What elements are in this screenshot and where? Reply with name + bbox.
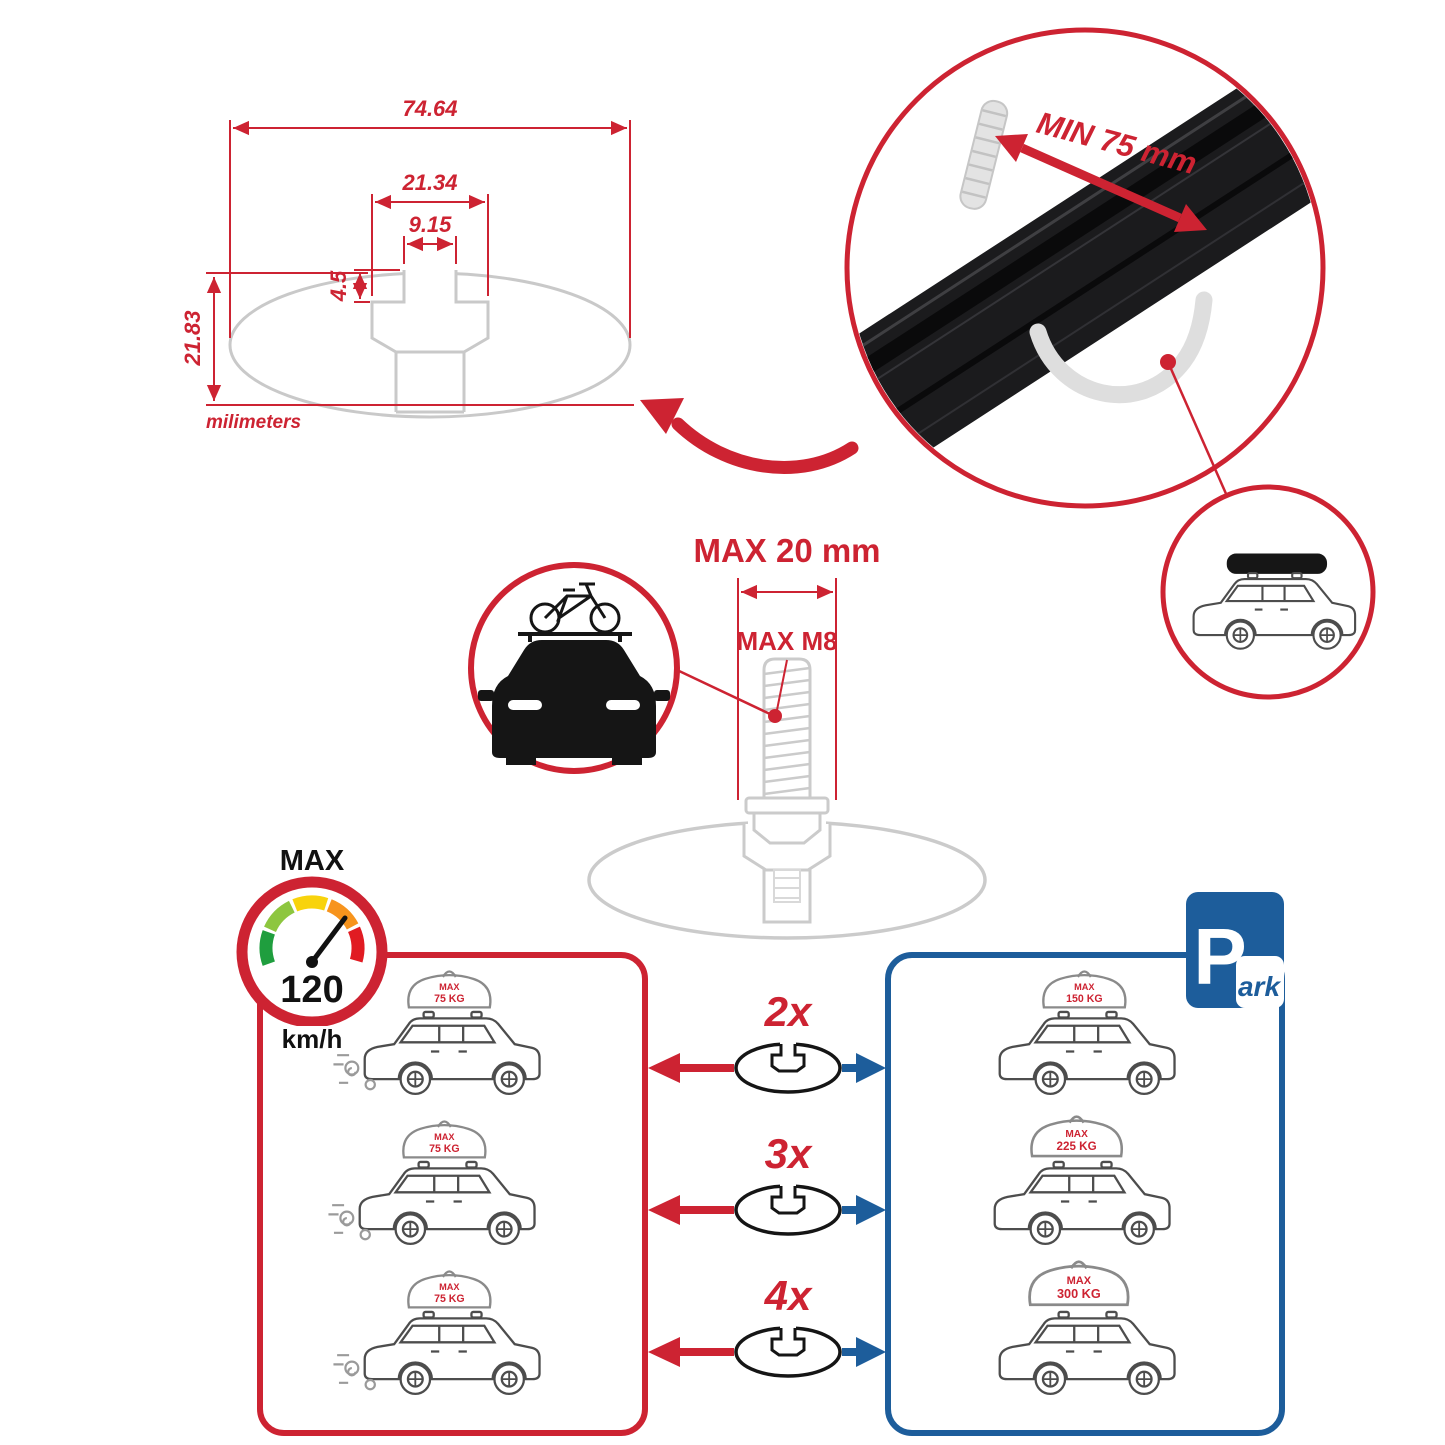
- parked-car-1: MAX 150 KG: [998, 970, 1176, 1095]
- speed-max-label: MAX: [280, 845, 345, 877]
- dimension-lines: 74.64 21.34 9.15 4.5 21.83 milimeters: [180, 96, 634, 433]
- cargo-max-label: MAX: [1065, 1129, 1088, 1140]
- cargo-max-label: MAX: [1067, 1275, 1092, 1287]
- u-bolt-lower-bend: [1029, 291, 1229, 497]
- bolt: [744, 657, 830, 845]
- arrow-left-red: [648, 1195, 680, 1225]
- park-letter: P: [1193, 912, 1246, 1001]
- count-label-2x: 2x: [764, 988, 813, 1035]
- roof-cargo-bag: MAX 150 KG: [1042, 970, 1127, 1009]
- gauge-needle: [309, 915, 348, 965]
- roof-cargo-bag: MAX 75 KG: [407, 1270, 492, 1309]
- bike-car-badge: [468, 562, 771, 774]
- moving-car-1: MAX 75 KG: [333, 970, 541, 1095]
- roof-box: [1226, 553, 1328, 574]
- bolt-dimensions: MAX 20 mm MAX M8: [693, 532, 881, 800]
- profile-ellipse: [228, 271, 632, 419]
- roof-cargo-bag: MAX 75 KG: [402, 1120, 487, 1159]
- arrow-right-blue: [856, 1195, 886, 1225]
- motion-swirl: [333, 1354, 376, 1391]
- crossbar-closeup: MIN 75 mm: [844, 27, 1326, 509]
- bicycle-icon: [529, 582, 621, 634]
- roof-cargo-bag: MAX 75 KG: [407, 970, 492, 1009]
- bar-section-icon: [734, 1180, 842, 1236]
- profile-t-slot: [370, 270, 490, 354]
- park-suffix: ark: [1238, 971, 1281, 1002]
- cargo-max-label: MAX: [434, 1132, 455, 1142]
- roof-bar-line: [518, 632, 632, 642]
- bar-section-icon: [734, 1038, 842, 1094]
- arrow-right-blue: [856, 1053, 886, 1083]
- cargo-max-label: MAX: [439, 982, 460, 992]
- bolt-max-length-label: MAX 20 mm: [693, 532, 880, 569]
- cargo-weight-label: 75 KG: [429, 1143, 460, 1155]
- cargo-max-label: MAX: [1074, 982, 1095, 992]
- cargo-weight-label: 300 KG: [1057, 1287, 1101, 1301]
- count-label-4x: 4x: [764, 1272, 813, 1319]
- count-row-4x: 4x: [648, 1272, 886, 1378]
- parked-car-3: MAX 300 KG: [998, 1260, 1176, 1395]
- bolt-max-thread-label: MAX M8: [736, 626, 837, 656]
- leader-to-suv-badge: [1166, 361, 1229, 497]
- dim-upper-width: 21.34: [401, 170, 457, 195]
- profile-lower-box: [394, 352, 466, 414]
- count-label-3x: 3x: [765, 1130, 813, 1177]
- park-sign: P ark: [1186, 892, 1284, 1008]
- motion-swirl: [333, 1054, 376, 1091]
- suv-roofbox-badge: [1160, 484, 1376, 700]
- bolt-tip: [773, 869, 801, 903]
- cargo-max-label: MAX: [439, 1282, 460, 1292]
- moving-car-3: MAX 75 KG: [333, 1270, 541, 1395]
- cargo-weight-label: 75 KG: [434, 1293, 465, 1305]
- gauge-arc-segments: [259, 895, 365, 966]
- thread-point-dot: [768, 709, 782, 723]
- motion-swirl: [328, 1204, 371, 1241]
- bar-section-icon: [734, 1322, 842, 1378]
- bolt-spec-diagram: MAX 20 mm MAX M8: [587, 532, 987, 940]
- roof-cargo-bag: MAX 225 KG: [1030, 1115, 1124, 1158]
- speed-limit-gauge: MAX 120 km/h: [236, 845, 388, 1054]
- curved-pointer-arrow: [640, 398, 859, 474]
- speed-value: 120: [280, 969, 343, 1011]
- cargo-weight-label: 150 KG: [1066, 993, 1102, 1005]
- dim-slot-depth: 4.5: [326, 270, 351, 302]
- car-front-silhouette: [478, 640, 670, 765]
- cargo-weight-label: 225 KG: [1057, 1140, 1097, 1153]
- units-label: milimeters: [206, 412, 301, 433]
- profile-dimension-drawing: 74.64 21.34 9.15 4.5 21.83 milimeters: [180, 96, 634, 433]
- parked-car-2: MAX 225 KG: [993, 1115, 1171, 1245]
- arrow-left-red: [648, 1053, 680, 1083]
- cargo-weight-label: 75 KG: [434, 993, 465, 1005]
- count-row-2x: 2x: [648, 988, 886, 1094]
- arrow-right-blue: [856, 1337, 886, 1367]
- roof-cargo-bag: MAX 300 KG: [1028, 1260, 1130, 1307]
- speed-units: km/h: [282, 1024, 343, 1054]
- moving-car-2: MAX 75 KG: [328, 1120, 536, 1245]
- count-row-3x: 3x: [648, 1130, 886, 1236]
- dim-slot-width: 9.15: [409, 212, 453, 237]
- arrow-left-red: [648, 1337, 680, 1367]
- dim-total-height: 21.83: [180, 310, 205, 366]
- leader-to-bolt: [676, 668, 771, 716]
- dim-total-width: 74.64: [402, 96, 457, 121]
